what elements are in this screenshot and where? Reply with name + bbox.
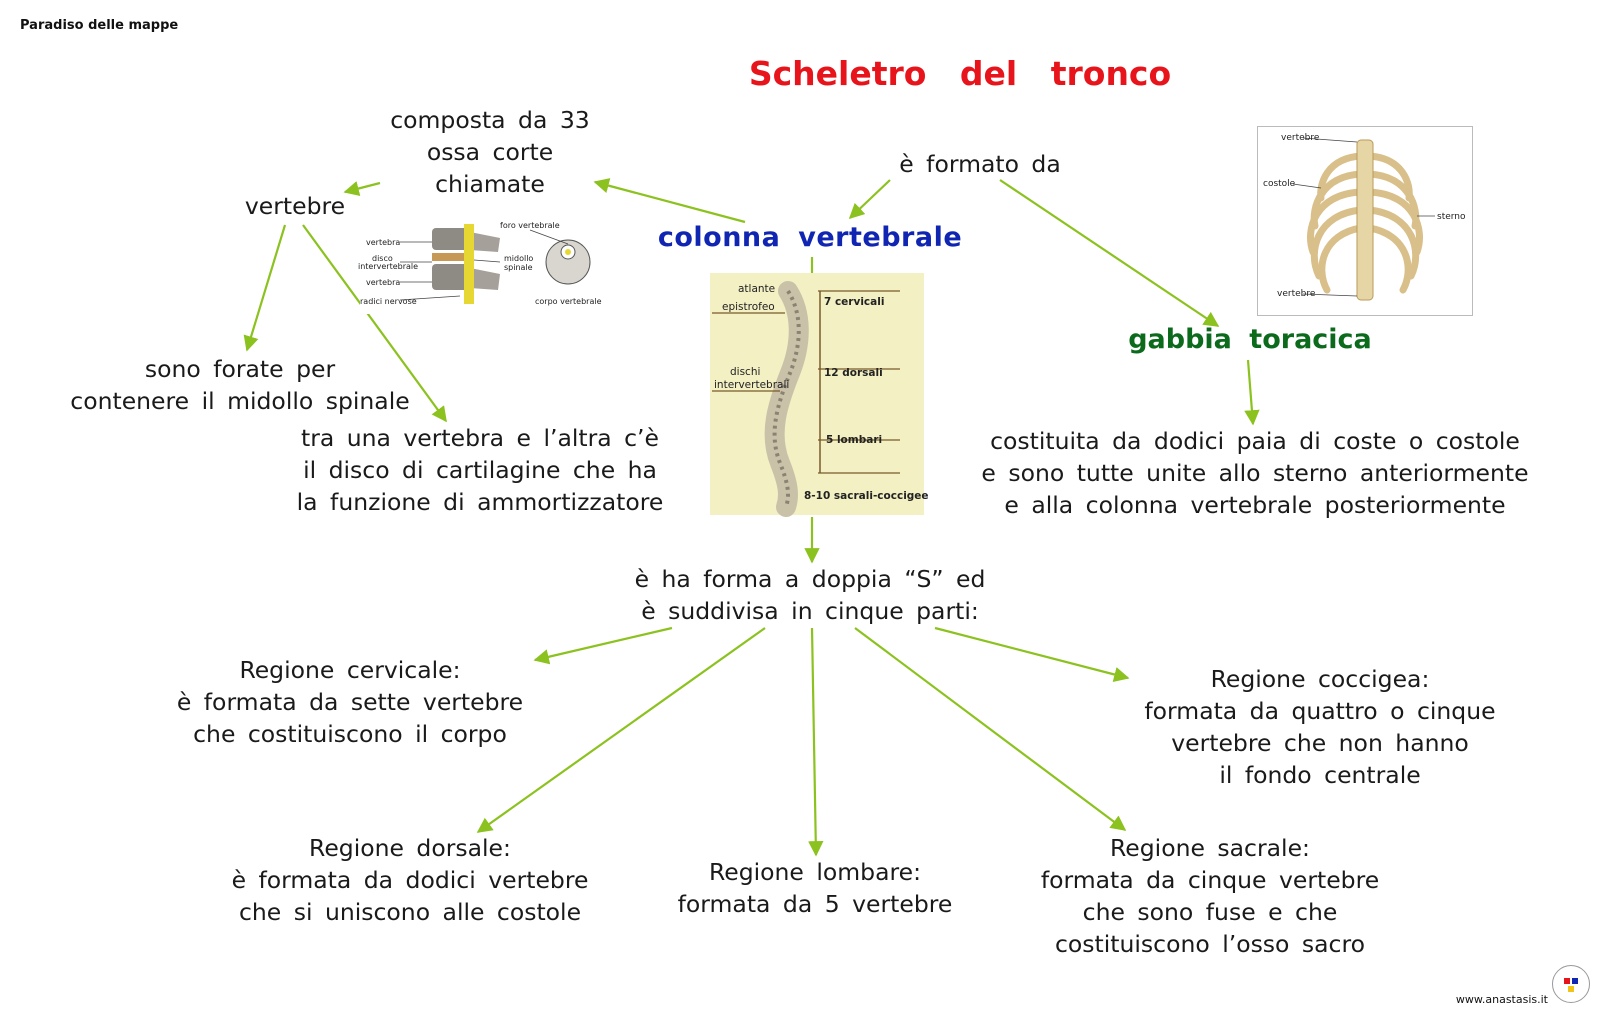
node-regione-dorsale: Regione dorsale: è formata da dodici ver… <box>231 834 589 926</box>
brand-label: Paradiso delle mappe <box>20 18 179 33</box>
spine-label-dischi: dischi <box>730 366 760 378</box>
vertebra-label-radici: radici nervose <box>360 297 417 306</box>
spine-label-intervertebrali: intervertebrali <box>714 379 789 391</box>
vertebra-label-midollo: midollo <box>504 254 533 263</box>
vertebra-label-foro: foro vertebrale <box>500 221 560 230</box>
node-formato-da: è formato da <box>899 150 1061 178</box>
supermappe-logo-icon <box>1552 965 1590 1003</box>
arrow-forma-coccigea <box>934 626 1130 682</box>
vertebra-label-disco: disco <box>372 254 393 263</box>
node-costituita: costituita da dodici paia di coste o cos… <box>981 427 1529 519</box>
arrow-colonna-composta <box>593 178 746 224</box>
rib-label-vertebre-top: vertebre <box>1281 133 1320 143</box>
node-regione-lombare: Regione lombare: formata da 5 vertebre <box>677 858 953 918</box>
spine-label-epistrofeo: epistrofeo <box>722 301 775 313</box>
vertebra-label-intervertebrale: intervertebrale <box>358 262 418 271</box>
vertebra-label-vertebra-1: vertebra <box>366 238 400 247</box>
spine-label-dorsali: 12 dorsali <box>824 367 883 379</box>
node-composta: composta da 33 ossa corte chiamate <box>390 106 590 198</box>
arrow-forma-lombare <box>808 627 824 857</box>
spine-label-lombari: 5 lombari <box>826 434 882 446</box>
arrow-formato-colonna <box>848 179 891 220</box>
map-title: Scheletro del tronco <box>748 54 1172 93</box>
rib-label-costole: costole <box>1263 179 1296 189</box>
vertebra-label-vertebra-2: vertebra <box>366 278 400 287</box>
spine-label-sacrali: 8-10 sacrali-coccigee <box>804 490 929 502</box>
node-colonna-vertebrale: colonna vertebrale <box>657 222 963 253</box>
arrow-composta-vertebre <box>343 181 381 197</box>
spine-label-atlante: atlante <box>738 283 775 295</box>
node-disco: tra una vertebra e l’altra c’è il disco … <box>296 424 664 516</box>
node-gabbia-toracica: gabbia toracica <box>1128 324 1372 355</box>
spine-label-cervicali: 7 cervicali <box>824 296 884 308</box>
arrow-vertebre-forate <box>243 224 287 352</box>
node-forma: è ha forma a doppia “S” ed è suddivisa i… <box>634 565 986 625</box>
node-vertebre: vertebre <box>244 192 346 220</box>
footer-url: www.anastasis.it <box>1455 993 1548 1006</box>
arrow-forma-dorsale <box>476 627 766 833</box>
node-regione-sacrale: Regione sacrale: formata da cinque verte… <box>1040 834 1380 958</box>
vertebra-label-corpo: corpo vertebrale <box>535 297 602 306</box>
vertebra-figure: foro vertebrale vertebra disco intervert… <box>358 220 606 314</box>
rib-cage-figure: vertebre costole sterno vertebre <box>1257 126 1473 316</box>
arrow-gabbia-costituita <box>1244 359 1260 426</box>
arrow-formato-gabbia <box>999 179 1220 327</box>
arrow-forma-sacrale <box>854 627 1127 831</box>
node-regione-cervicale: Regione cervicale: è formata da sette ve… <box>176 656 524 748</box>
arrow-forma-cervicale <box>533 626 673 665</box>
node-forate: sono forate per contenere il midollo spi… <box>70 355 410 415</box>
node-regione-coccigea: Regione coccigea: formata da quattro o c… <box>1144 665 1496 789</box>
rib-label-sterno: sterno <box>1437 212 1466 222</box>
arrow-vertebre-disco <box>302 224 447 423</box>
vertebra-label-spinale: spinale <box>504 263 533 272</box>
rib-label-vertebre-bottom: vertebre <box>1277 289 1316 299</box>
spine-figure: atlante epistrofeo dischi intervertebral… <box>710 273 929 517</box>
